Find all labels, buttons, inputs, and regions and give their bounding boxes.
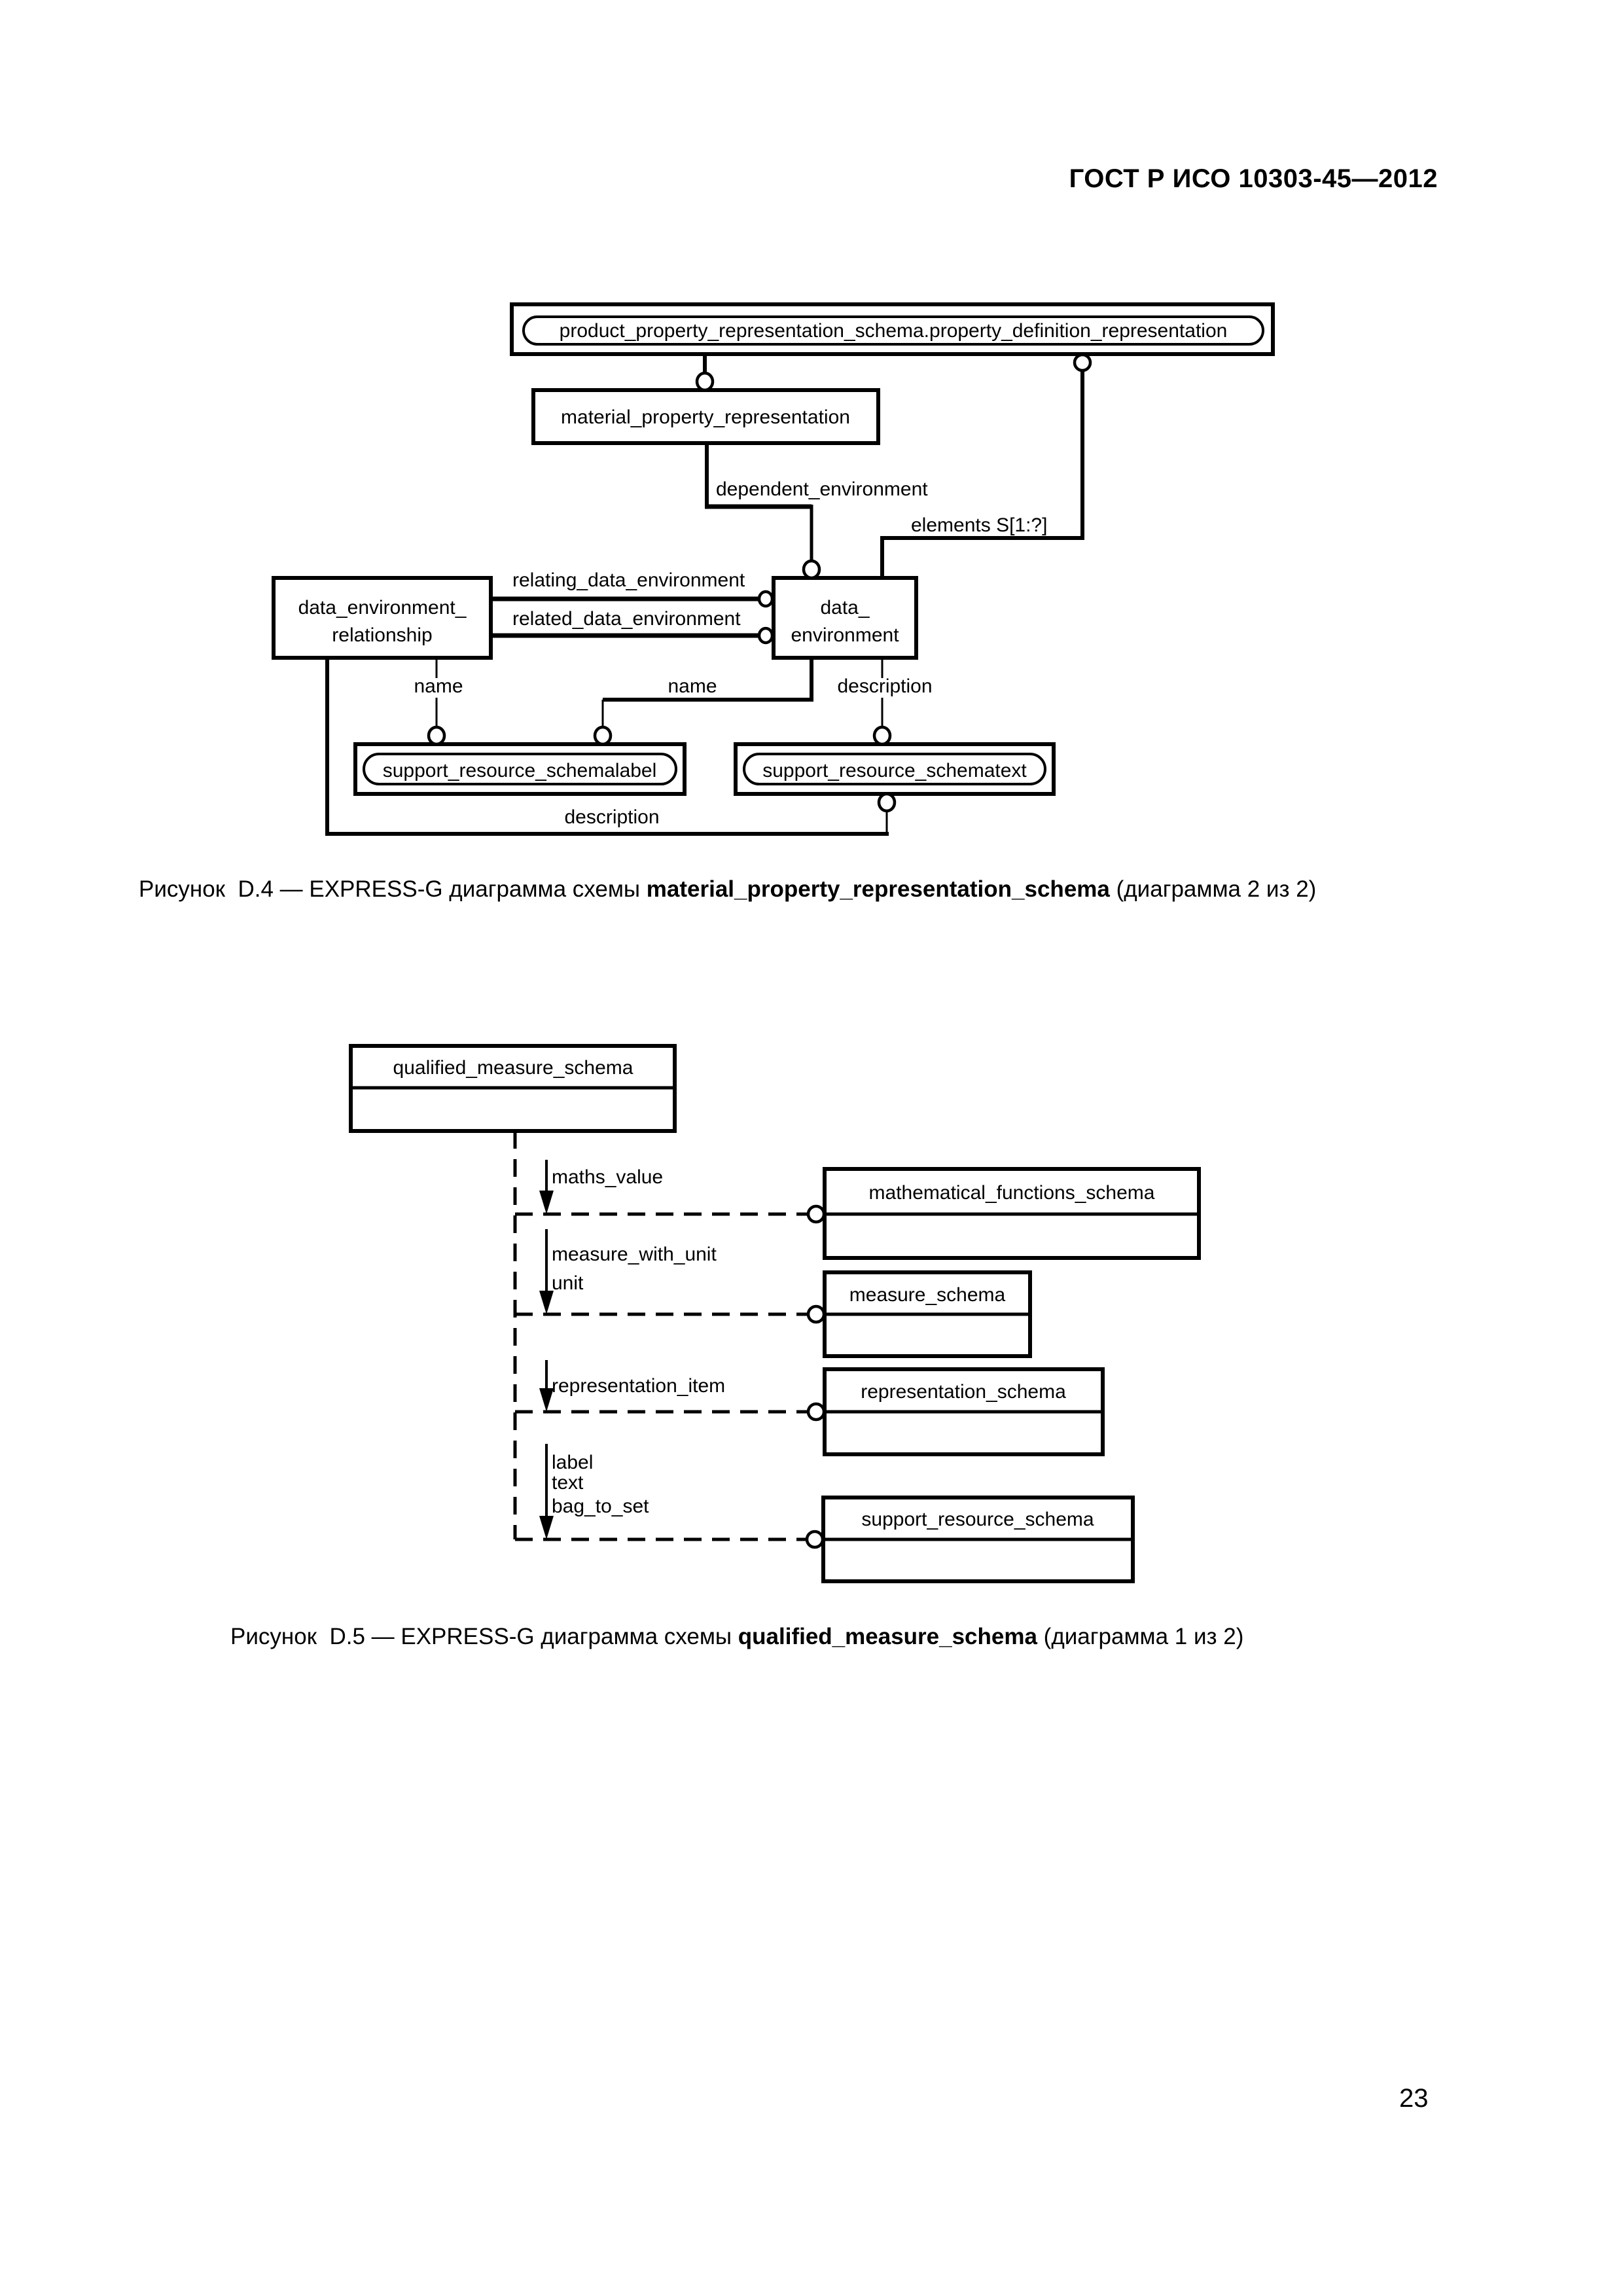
schema-box-support-resource: support_resource_schema bbox=[821, 1496, 1135, 1583]
arrowhead-down-icon bbox=[539, 1191, 554, 1214]
attribute-label-relating: relating_data_environment bbox=[512, 569, 745, 591]
open-circle-icon bbox=[1073, 353, 1092, 372]
arrowhead-down-icon bbox=[539, 1291, 554, 1314]
open-circle-icon bbox=[806, 1304, 826, 1324]
caption-prefix: Рисунок D.4 — EXPRESS-G диаграмма схемы bbox=[139, 876, 647, 902]
caption-schema-name: qualified_measure_schema bbox=[738, 1624, 1037, 1649]
arrowhead-down-icon bbox=[539, 1388, 554, 1412]
dashed-reference-tree bbox=[513, 1131, 808, 1541]
caption-suffix: (диаграмма 2 из 2) bbox=[1109, 876, 1317, 902]
open-circle-icon bbox=[427, 725, 446, 746]
attribute-label-dependent-environment: dependent_environment bbox=[716, 478, 928, 500]
open-circle-icon bbox=[805, 1530, 825, 1549]
attribute-label-name-left: name bbox=[414, 675, 463, 697]
caption-prefix: Рисунок D.5 — EXPRESS-G диаграмма схемы bbox=[230, 1624, 738, 1649]
open-circle-icon bbox=[593, 725, 613, 746]
interschema-ref-label: support_resource_schemalabel bbox=[383, 760, 657, 781]
figure-d5-caption: Рисунок D.5 — EXPRESS-G диаграмма схемы … bbox=[230, 1624, 1243, 1650]
connector-name-middle bbox=[601, 658, 813, 728]
entity-label-line1: data_ bbox=[820, 597, 870, 619]
schema-title: mathematical_functions_schema bbox=[869, 1182, 1155, 1204]
schema-title: support_resource_schema bbox=[861, 1509, 1094, 1530]
entity-label-line1: data_environment_ bbox=[298, 597, 467, 619]
schema-box-qualified-measure: qualified_measure_schema bbox=[349, 1044, 677, 1133]
attribute-label-description-bottom: description bbox=[564, 806, 659, 828]
connector-description-bottom bbox=[325, 658, 889, 836]
attribute-label-bag-to-set: bag_to_set bbox=[552, 1496, 649, 1517]
rect bbox=[772, 576, 918, 660]
arrow-label-text-bag bbox=[539, 1444, 554, 1539]
entity-label: material_property_representation bbox=[561, 406, 850, 428]
figure-d4-caption: Рисунок D.4 — EXPRESS-G диаграмма схемы … bbox=[139, 876, 1316, 903]
entity-box-data-environment-relationship: data_environment_ relationship bbox=[272, 576, 493, 660]
connector-elements bbox=[880, 370, 1084, 580]
attribute-label-text: text bbox=[552, 1472, 584, 1494]
figure-d4-diagram: product_property_representation_schema.p… bbox=[272, 302, 1275, 836]
caption-suffix: (диаграмма 1 из 2) bbox=[1037, 1624, 1244, 1649]
attribute-label-label: label bbox=[552, 1452, 593, 1473]
entity-box-material-property-representation: material_property_representation bbox=[531, 388, 880, 445]
inner-pill bbox=[363, 753, 677, 785]
entity-box-data-environment: data_ environment bbox=[772, 576, 918, 660]
attribute-label-elements: elements S[1:?] bbox=[911, 514, 1047, 536]
open-circle-icon bbox=[806, 1402, 826, 1422]
open-circle-icon bbox=[872, 725, 892, 746]
attribute-label-name-middle: name bbox=[668, 675, 717, 697]
attribute-label-description-right: description bbox=[837, 675, 932, 697]
schema-box-representation: representation_schema bbox=[823, 1367, 1105, 1456]
attribute-label-unit: unit bbox=[552, 1272, 584, 1294]
inner-pill bbox=[522, 315, 1264, 346]
rect bbox=[272, 576, 493, 660]
arrow-maths-value bbox=[539, 1160, 554, 1214]
inner-pill bbox=[743, 753, 1046, 785]
open-circle-icon bbox=[802, 559, 821, 580]
schema-title: qualified_measure_schema bbox=[393, 1057, 633, 1079]
figure-d5-diagram: qualified_measure_schema mathematical_fu… bbox=[349, 1044, 1201, 1583]
interschema-ref-box-schemalabel: support_resource_schemalabel bbox=[353, 742, 687, 796]
interschema-ref-label: support_resource_schematext bbox=[762, 760, 1027, 781]
open-circle-icon bbox=[757, 590, 774, 608]
attribute-label-representation-item: representation_item bbox=[552, 1375, 725, 1397]
schema-title: measure_schema bbox=[849, 1284, 1006, 1306]
entity-label-line2: environment bbox=[791, 624, 899, 646]
schema-title: representation_schema bbox=[861, 1381, 1066, 1403]
running-header: ГОСТ Р ИСО 10303-45—2012 bbox=[1069, 164, 1438, 193]
open-circle-icon bbox=[757, 626, 774, 645]
interschema-ref-label: product_property_representation_schema.p… bbox=[560, 320, 1228, 342]
connector-dependent-environment bbox=[705, 443, 813, 562]
open-circle-icon bbox=[877, 792, 897, 813]
caption-schema-name: material_property_representation_schema bbox=[646, 876, 1110, 902]
attribute-label-related: related_data_environment bbox=[512, 608, 741, 630]
open-circle-icon bbox=[695, 371, 715, 392]
page-number: 23 bbox=[1399, 2084, 1429, 2113]
open-circle-icon bbox=[806, 1204, 826, 1224]
interschema-ref-box-schematext: support_resource_schematext bbox=[734, 742, 1056, 796]
interschema-ref-box-product-property: product_property_representation_schema.p… bbox=[510, 302, 1275, 356]
arrow-measure-with-unit bbox=[539, 1229, 554, 1314]
entity-label-line2: relationship bbox=[332, 624, 432, 646]
schema-box-measure: measure_schema bbox=[823, 1270, 1032, 1358]
arrowhead-down-icon bbox=[539, 1516, 554, 1539]
schema-box-mathematical-functions: mathematical_functions_schema bbox=[823, 1167, 1201, 1260]
attribute-label-measure-with-unit: measure_with_unit bbox=[552, 1244, 717, 1265]
arrow-representation-item bbox=[539, 1360, 554, 1412]
attribute-label-maths-value: maths_value bbox=[552, 1166, 663, 1188]
